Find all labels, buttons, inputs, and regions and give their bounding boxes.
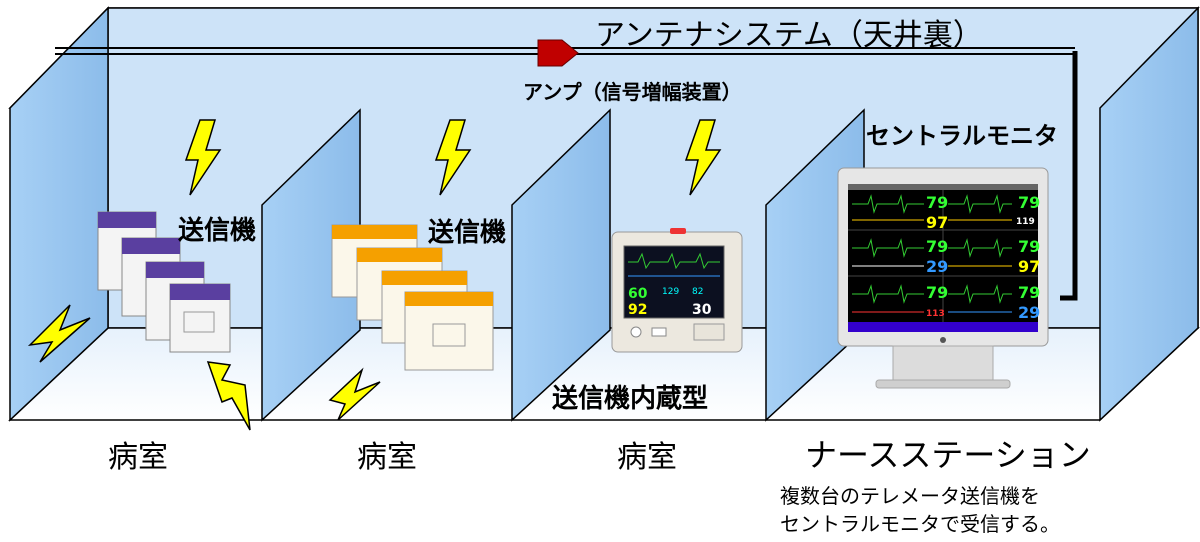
bedside-value-bp-sys: 129 (662, 287, 679, 297)
central-value: 79 (1018, 283, 1040, 302)
bedside-value-bp-dia: 82 (692, 287, 703, 297)
transmitter-device (404, 291, 494, 371)
lightning-icon (184, 119, 222, 196)
room-label: 病室 (357, 440, 417, 475)
bedside-value-hr: 60 (628, 286, 648, 302)
central-value: 29 (1018, 303, 1040, 322)
orange-transmitters (331, 224, 494, 371)
left-wall (9, 6, 109, 422)
bedside-value-spo2: 92 (628, 302, 647, 318)
central-value: 113 (926, 309, 945, 319)
partition-1 (261, 108, 361, 422)
note-line: セントラルモニタで受信する。 (780, 512, 1060, 536)
lightning-icon (684, 119, 722, 196)
central-value: 97 (926, 213, 948, 232)
amp-label: アンプ（信号増幅装置） (523, 80, 742, 104)
lightning-bolts (27, 119, 722, 431)
transmitter-label: 送信機 (178, 216, 257, 246)
central-value: 79 (926, 237, 948, 256)
lightning-icon (328, 367, 381, 421)
lightning-icon (27, 304, 91, 363)
room-label: 病室 (108, 440, 168, 475)
transmitter-label: 送信機 (428, 218, 507, 248)
bedside-screen (623, 245, 725, 319)
central-value: 79 (926, 283, 948, 302)
central-value: 79 (1018, 193, 1040, 212)
partition-2 (511, 108, 611, 422)
nurse-station-label: ナースステーション (805, 436, 1091, 474)
transmitter-device (169, 283, 231, 353)
central-value: 29 (926, 257, 948, 276)
central-value: 119 (1016, 217, 1035, 227)
description-note: 複数台のテレメータ送信機を セントラルモニタで受信する。 (780, 482, 1060, 538)
central-monitor: 79 97 79 29 79 113 79 119 79 97 79 29 (837, 167, 1049, 389)
builtin-transmitter-label: 送信機内蔵型 (552, 384, 709, 414)
central-value: 97 (1018, 257, 1040, 276)
central-value: 79 (926, 193, 948, 212)
right-wall (1099, 6, 1199, 422)
amp-icon (537, 39, 579, 67)
central-monitor-label: セントラルモニタ (866, 122, 1058, 150)
note-line: 複数台のテレメータ送信機を (780, 484, 1040, 508)
lightning-icon (434, 119, 472, 196)
room-label: 病室 (617, 440, 677, 475)
bedside-value-resp: 30 (692, 302, 712, 318)
purple-transmitters (97, 211, 231, 353)
lightning-icon (206, 361, 251, 431)
antenna-system-label: アンテナシステム（天井裏） (595, 18, 983, 53)
bedside-monitor: 60 92 129 82 30 (611, 228, 743, 353)
central-value: 79 (1018, 237, 1040, 256)
